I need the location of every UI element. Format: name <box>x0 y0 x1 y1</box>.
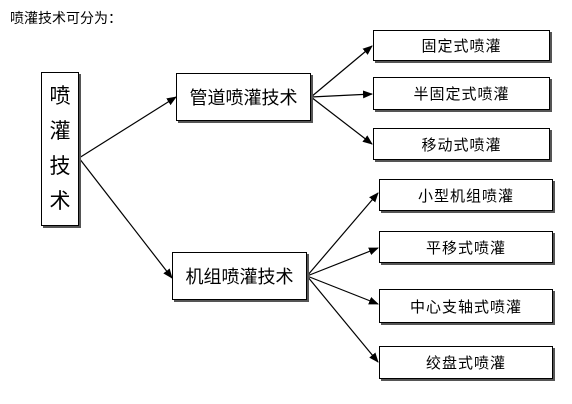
leaf-center-pivot-node: 中心支轴式喷灌 <box>379 289 553 323</box>
root-char: 喷 <box>49 84 71 108</box>
root-char: 技 <box>49 154 71 178</box>
category-pipeline-node: 管道喷灌技术 <box>176 73 311 121</box>
arrow-unit-to-reel <box>306 275 379 363</box>
leaf-small-unit-node: 小型机组喷灌 <box>379 179 553 211</box>
arrow-unit-to-small <box>306 192 379 277</box>
leaf-reel-node: 绞盘式喷灌 <box>379 346 553 379</box>
arrow-pipeline-to-fixed <box>310 45 373 98</box>
arrow-pipeline-to-semifixed <box>310 90 373 99</box>
leaf-semifixed-node: 半固定式喷灌 <box>373 77 550 110</box>
arrow-unit-to-lateral <box>306 247 379 277</box>
root-node: 喷 灌 技 术 <box>41 72 79 226</box>
intro-text: 喷灌技术可分为： <box>10 11 122 27</box>
category-unit-node: 机组喷灌技术 <box>172 252 307 300</box>
root-char: 灌 <box>49 119 71 143</box>
leaf-fixed-node: 固定式喷灌 <box>373 30 550 61</box>
arrow-root-to-pipeline <box>78 96 177 159</box>
arrow-pipeline-to-mobile <box>310 96 373 145</box>
leaf-mobile-node: 移动式喷灌 <box>373 128 550 160</box>
leaf-lateral-move-node: 平移式喷灌 <box>379 231 553 263</box>
root-char: 术 <box>49 189 71 213</box>
arrow-unit-to-center-pivot <box>306 275 379 305</box>
arrow-root-to-unit <box>78 157 173 279</box>
